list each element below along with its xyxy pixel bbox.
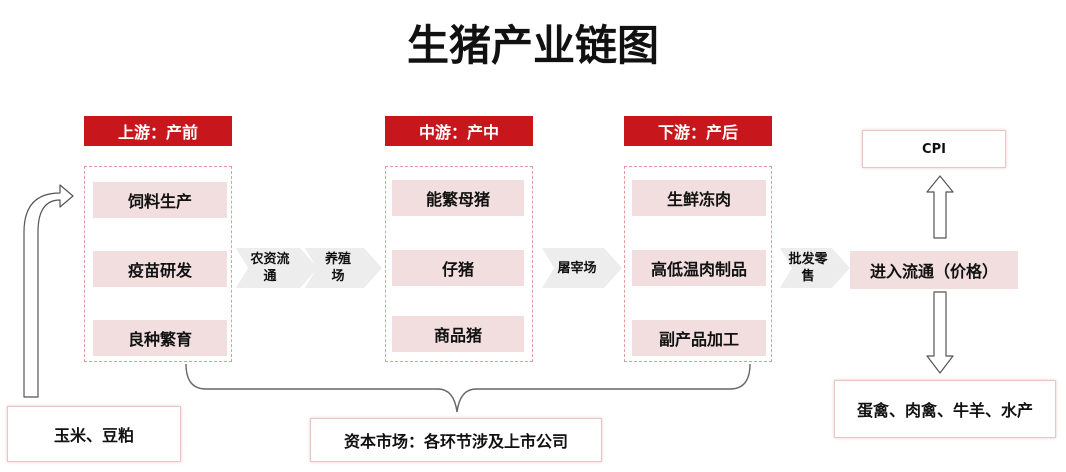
item-piglets: 仔猪: [392, 250, 524, 286]
item-commercial-pigs: 商品猪: [392, 316, 524, 352]
down-arrow-to-substitutes-icon: [926, 291, 954, 374]
flow-label-circulation-text: 农资流通: [250, 252, 290, 284]
stage-header-midstream: 中游：产中: [385, 116, 533, 146]
raw-material-curved-arrow: [23, 184, 74, 398]
raw-materials-box: 玉米、豆粕: [7, 406, 181, 462]
flow-label-breeding-text: 养殖场: [324, 252, 351, 284]
item-feed-production: 饲料生产: [93, 182, 227, 218]
item-fresh-frozen-meat: 生鲜冻肉: [632, 180, 766, 216]
stage-header-downstream: 下游：产后: [624, 116, 772, 146]
chevron-arrow-circulation: [236, 248, 318, 288]
stage-container-upstream: [84, 166, 232, 362]
stage-container-midstream: [385, 166, 533, 362]
up-arrow-to-cpi-icon: [926, 175, 954, 239]
item-vaccine-rd: 疫苗研发: [93, 251, 227, 287]
chevron-arrow-slaughter: [542, 248, 622, 288]
item-byproduct-processing: 副产品加工: [632, 320, 766, 356]
flow-label-circulation: 农资流通: [240, 248, 300, 288]
circulation-price-box: 进入流通（价格）: [850, 251, 1018, 289]
chevron-arrow-retail: [780, 248, 850, 288]
capital-market-brace: [185, 363, 751, 413]
capital-market-box: 资本市场：各环节涉及上市公司: [310, 418, 602, 462]
stage-header-upstream: 上游：产前: [84, 116, 232, 146]
item-meat-products: 高低温肉制品: [632, 250, 766, 286]
chevron-arrow-breeding: [305, 248, 382, 288]
cpi-box: CPI: [862, 130, 1006, 168]
item-breeding-sows: 能繁母猪: [392, 180, 524, 216]
flow-label-retail-text: 批发零售: [788, 252, 828, 284]
flow-label-slaughter: 屠宰场: [546, 248, 608, 288]
stage-container-downstream: [624, 166, 772, 362]
item-breed-improvement: 良种繁育: [93, 320, 227, 356]
substitutes-box: 蛋禽、肉禽、牛羊、水产: [834, 380, 1056, 438]
flow-label-retail: 批发零售: [784, 248, 832, 288]
page-title: 生猪产业链图: [406, 21, 659, 70]
flow-label-breeding: 养殖场: [312, 248, 364, 288]
flow-label-slaughter-text: 屠宰场: [557, 260, 597, 276]
